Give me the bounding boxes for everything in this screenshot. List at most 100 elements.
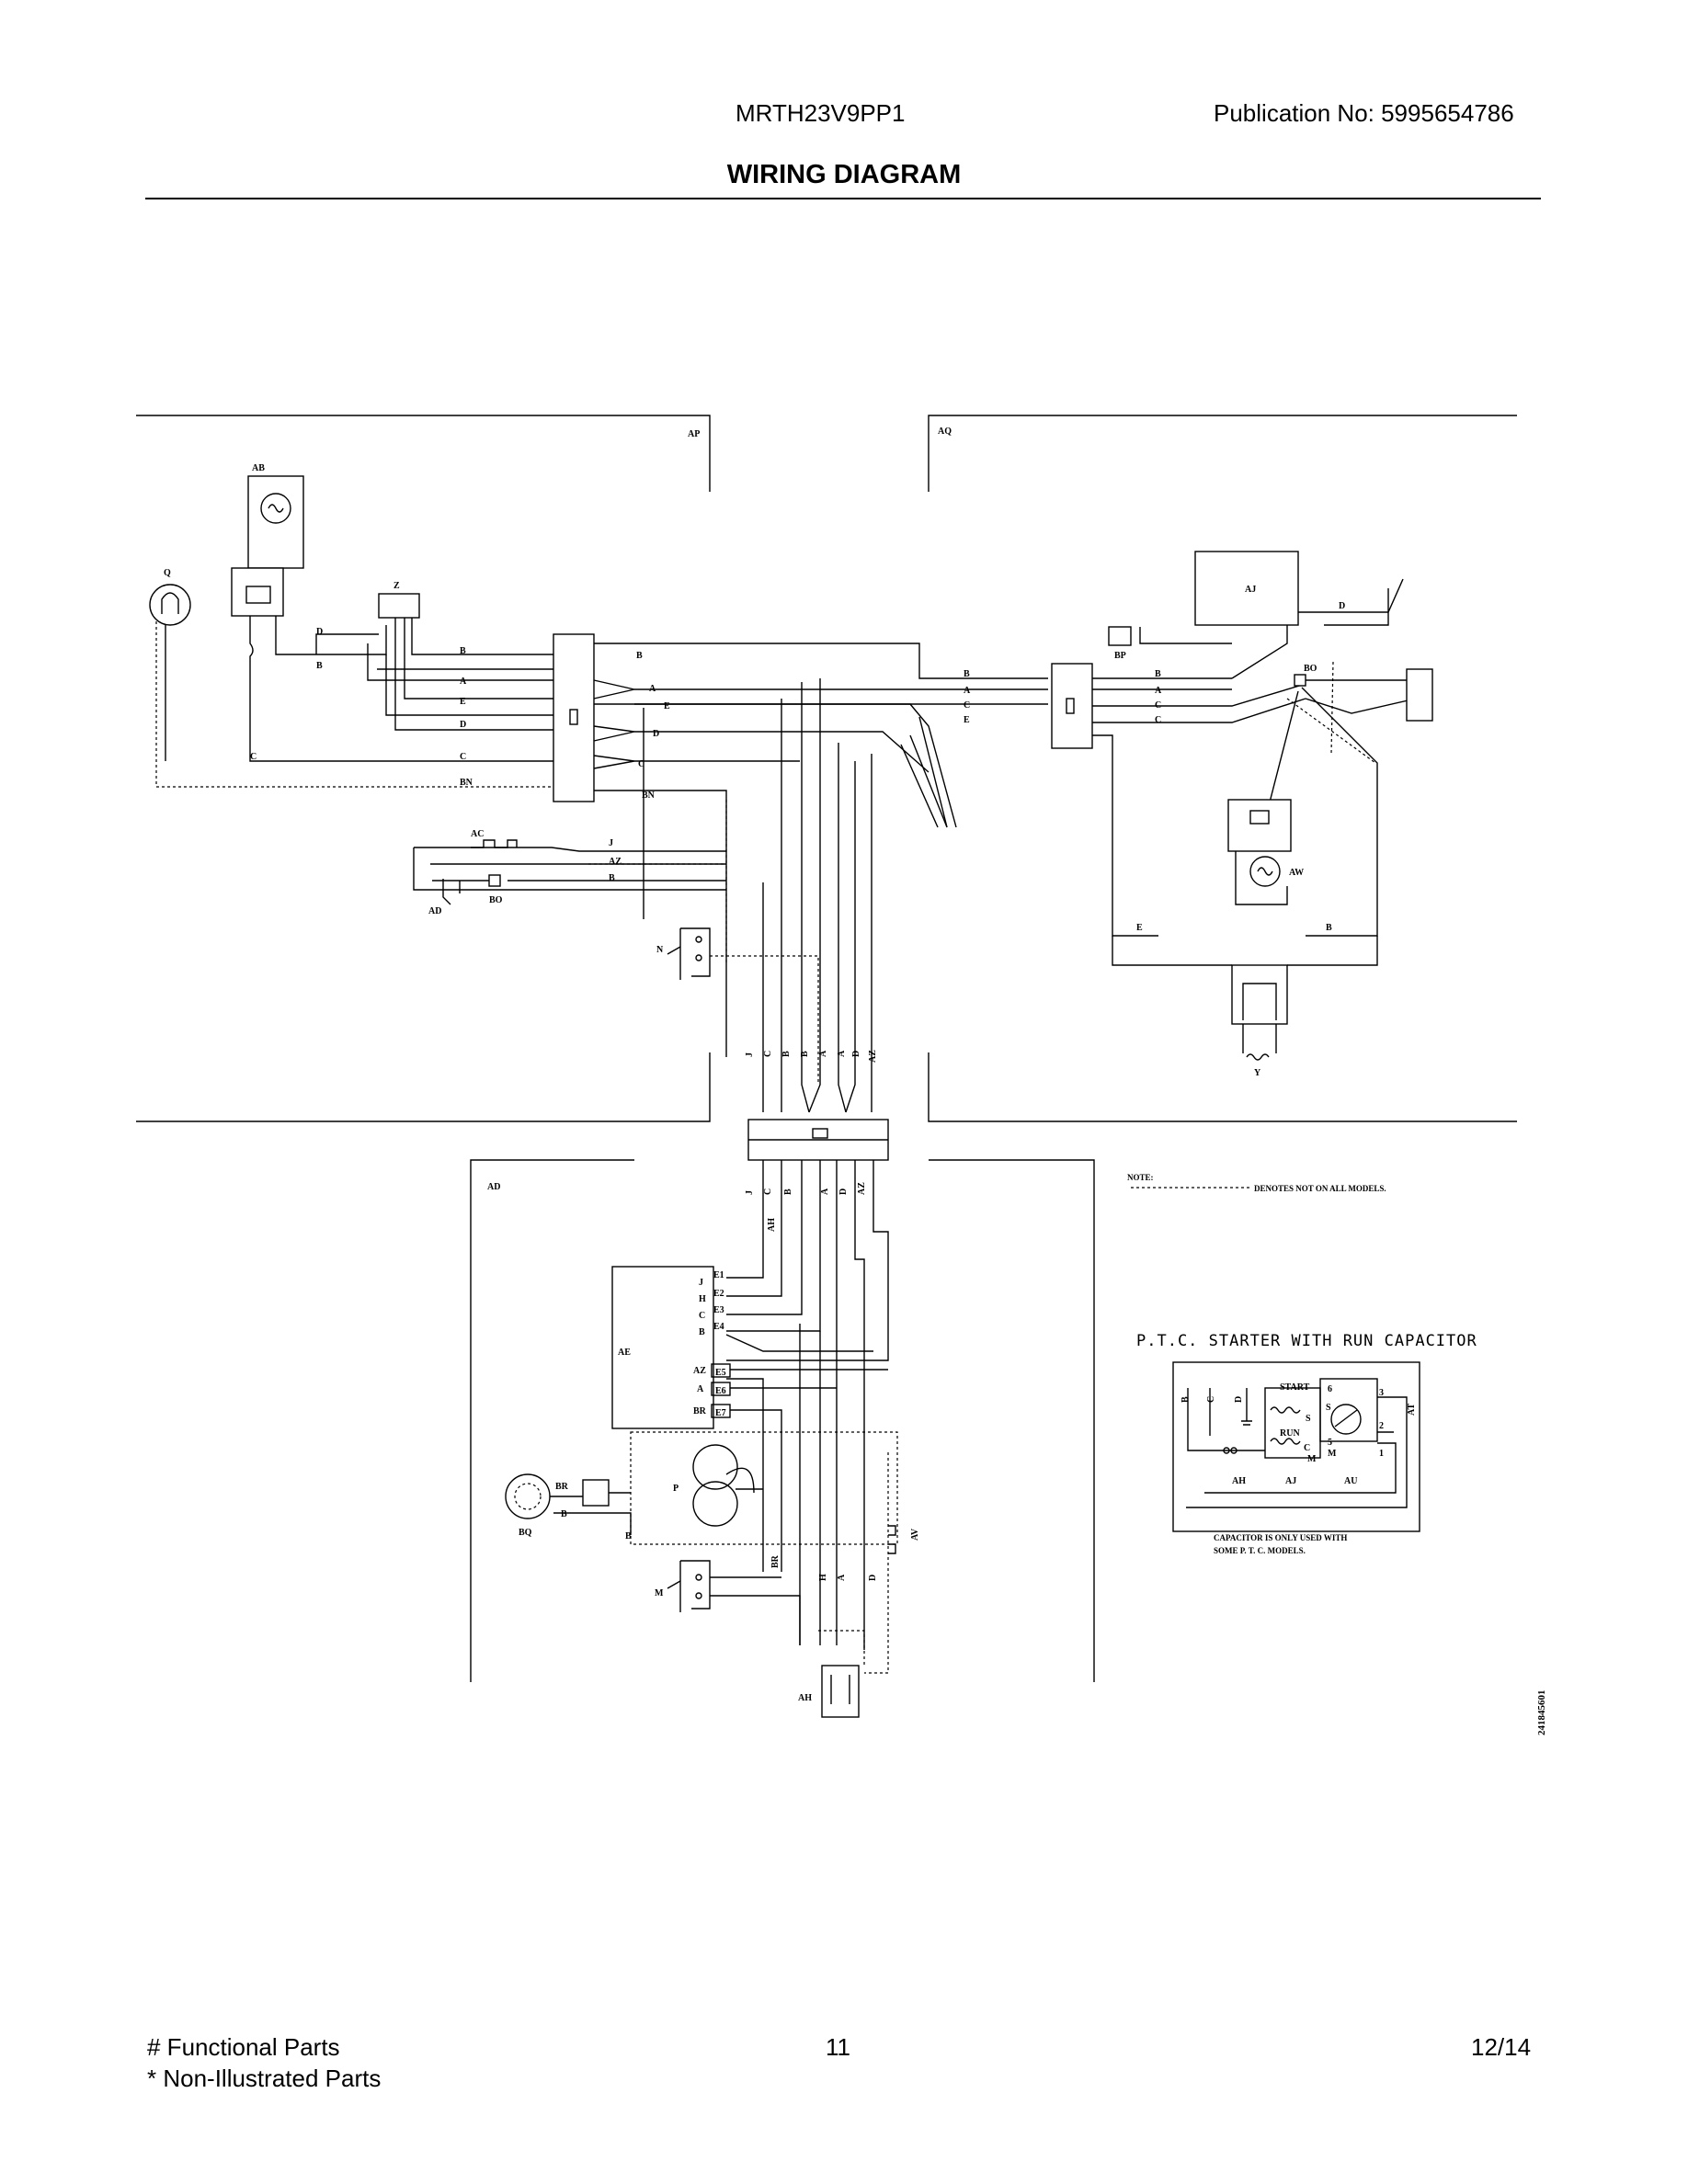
right-wiring xyxy=(1092,588,1417,937)
compressor-p xyxy=(630,1431,898,1545)
svg-text:C: C xyxy=(763,1051,773,1057)
wire-label-c4: C xyxy=(964,700,970,711)
svg-text:B: B xyxy=(783,1189,793,1195)
label-bo: BO xyxy=(1304,664,1317,674)
wire-label-b2: B xyxy=(460,646,466,656)
wire-label-c: C xyxy=(250,752,257,762)
wire-label-c5: C xyxy=(1155,700,1161,711)
ptc-diagram xyxy=(1172,1361,1420,1532)
svg-text:START: START xyxy=(1280,1382,1310,1393)
control-ae xyxy=(611,1266,714,1429)
component-bq xyxy=(505,1473,632,1535)
note-label: NOTE: xyxy=(1127,1173,1154,1182)
svg-text:E5: E5 xyxy=(715,1368,726,1378)
wire-label-e4: E xyxy=(1136,923,1143,933)
svg-text:C: C xyxy=(1304,1443,1310,1453)
svg-text:AT: AT xyxy=(1407,1404,1417,1416)
wire-label-a: A xyxy=(460,677,467,687)
wire-label-j: J xyxy=(609,838,613,848)
wire-label-e: E xyxy=(460,697,466,707)
component-bo xyxy=(1294,674,1306,687)
wire-label-a2: A xyxy=(649,684,656,694)
component-y xyxy=(1231,964,1288,1061)
svg-text:B: B xyxy=(1180,1396,1191,1403)
section-label-aq: AQ xyxy=(938,427,952,437)
svg-text:A: A xyxy=(837,1050,847,1057)
light-aw xyxy=(1249,856,1281,887)
wire-label-a4: A xyxy=(1155,686,1162,696)
label-m: M xyxy=(655,1588,664,1598)
wire-label-c3: C xyxy=(638,759,644,769)
svg-text:D: D xyxy=(851,1051,861,1057)
svg-text:D: D xyxy=(838,1189,849,1195)
svg-text:AH: AH xyxy=(1232,1476,1246,1486)
svg-text:M: M xyxy=(1328,1449,1337,1459)
label-n: N xyxy=(656,945,664,955)
left-lower-wiring xyxy=(413,800,727,965)
note-text: DENOTES NOT ON ALL MODELS. xyxy=(1254,1184,1386,1193)
wire-label-b3: B xyxy=(636,651,643,661)
wire-label-b5: B xyxy=(1155,669,1161,679)
switch-m xyxy=(667,1560,801,1645)
label-aj: AJ xyxy=(1245,585,1256,595)
svg-text:E4: E4 xyxy=(713,1322,724,1332)
svg-text:E6: E6 xyxy=(715,1386,726,1396)
wire-label-c2: C xyxy=(460,752,466,762)
svg-text:J: J xyxy=(745,1190,755,1195)
lower-trunk-labels: J C B A D AZ AH xyxy=(745,1182,867,1232)
wire-label-d3: D xyxy=(653,729,659,739)
label-bq: BQ xyxy=(519,1528,532,1538)
svg-text:E2: E2 xyxy=(713,1289,724,1299)
label-ab: AB xyxy=(252,463,265,473)
component-aj xyxy=(1194,551,1299,626)
svg-text:AZ: AZ xyxy=(693,1366,706,1376)
svg-text:C: C xyxy=(763,1189,773,1195)
svg-text:AZ: AZ xyxy=(857,1182,867,1195)
label-ac: AC xyxy=(471,829,484,839)
svg-text:AJ: AJ xyxy=(1285,1476,1296,1486)
middle-wiring xyxy=(593,643,1048,1057)
relay-block xyxy=(1227,799,1292,852)
overload-ah xyxy=(818,1630,865,1718)
ptc-caption-1: CAPACITOR IS ONLY USED WITH xyxy=(1214,1533,1347,1542)
wire-label-d4: D xyxy=(1339,601,1345,611)
svg-text:B: B xyxy=(800,1051,810,1057)
label-z: Z xyxy=(393,581,400,591)
svg-text:RUN: RUN xyxy=(1280,1428,1300,1439)
ptc-labels: B C D START RUN S S C M M 6 5 3 2 1 AH A… xyxy=(1180,1382,1417,1486)
wire-label-e3: E xyxy=(964,715,970,725)
wire-label-h: H xyxy=(818,1574,828,1581)
svg-text:J: J xyxy=(745,1052,755,1057)
label-bp: BP xyxy=(1114,651,1126,661)
trunk-labels: J C B B A A D AZ xyxy=(745,1050,878,1063)
wire-label-d5: D xyxy=(868,1575,878,1581)
svg-text:J: J xyxy=(699,1278,703,1288)
component-bo-lower xyxy=(488,874,501,887)
label-ae: AE xyxy=(618,1348,631,1358)
wire-label-a3: A xyxy=(964,686,971,696)
switch-n xyxy=(667,927,819,1085)
svg-text:B: B xyxy=(699,1327,705,1337)
svg-text:3: 3 xyxy=(1379,1388,1384,1398)
light-ab xyxy=(231,475,304,617)
page-number: 11 xyxy=(826,2033,850,2061)
label-aw: AW xyxy=(1289,868,1304,878)
right-connector xyxy=(1051,663,1093,749)
svg-text:C: C xyxy=(1206,1396,1216,1403)
wire-label-b4: B xyxy=(964,669,970,679)
svg-text:S: S xyxy=(1306,1414,1311,1424)
revision-date: 12/14 xyxy=(1471,2033,1532,2061)
wire-label-b8: B xyxy=(561,1509,567,1519)
svg-text:E7: E7 xyxy=(715,1408,726,1418)
wire-label-bn: BN xyxy=(460,778,473,788)
wire-label-br: BR xyxy=(770,1554,781,1568)
ae-terminals: E1 E2 E3 E4 E5 E6 E7 J H C B AZ A BR xyxy=(693,1270,726,1418)
svg-text:D: D xyxy=(1234,1396,1244,1403)
svg-text:6: 6 xyxy=(1328,1384,1332,1394)
svg-text:1: 1 xyxy=(1379,1449,1384,1459)
svg-text:H: H xyxy=(699,1294,706,1304)
section-label-ap: AP xyxy=(688,429,700,439)
svg-text:A: A xyxy=(818,1050,828,1057)
svg-text:C: C xyxy=(699,1311,705,1321)
